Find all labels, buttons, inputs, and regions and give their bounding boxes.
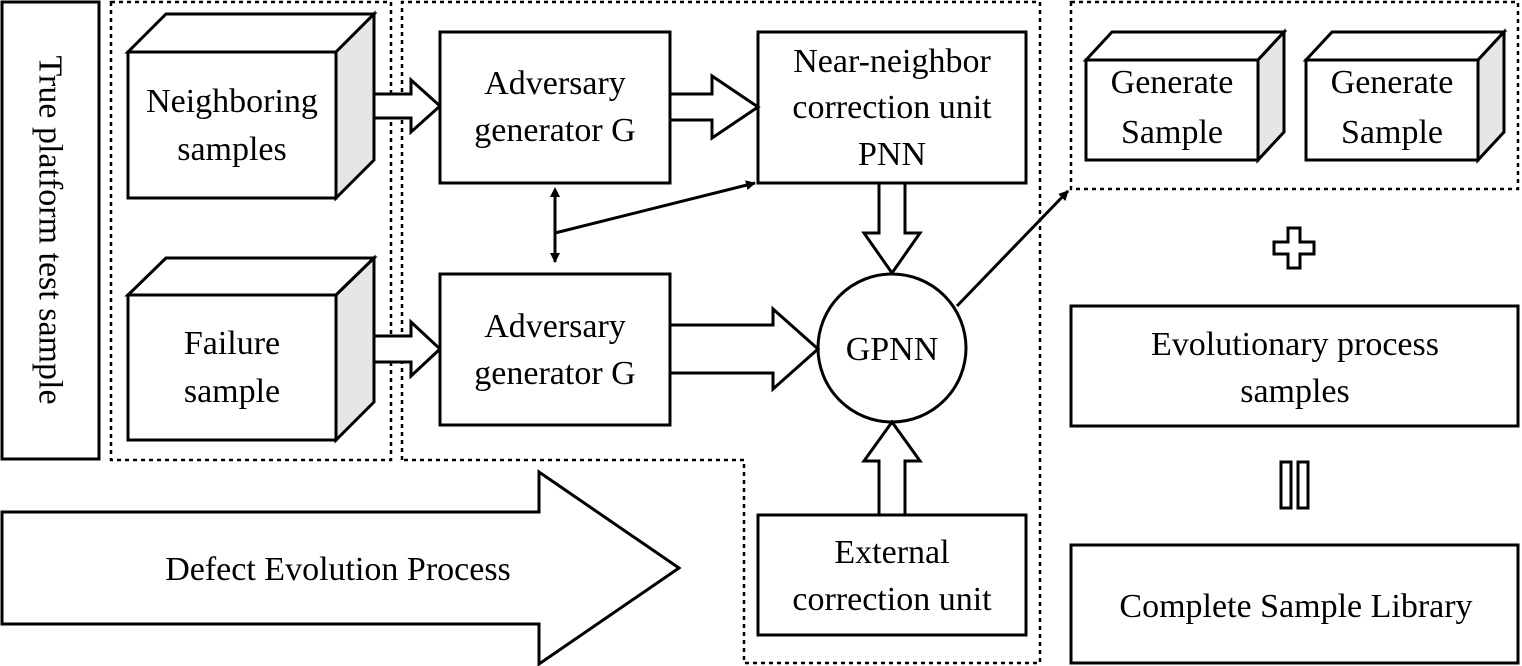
arrow-neighboring-to-generator bbox=[372, 76, 443, 136]
arrow-generator-to-gpnn bbox=[668, 305, 821, 393]
generate-1-line-2: Sample bbox=[1121, 114, 1223, 151]
neighboring-line-2: samples bbox=[177, 131, 287, 168]
evolutionary-process-box: Evolutionary process samples bbox=[1069, 304, 1520, 428]
pnn-line-2: correction unit bbox=[792, 89, 992, 126]
failure-line-1: Failure bbox=[184, 325, 280, 362]
arrow-failure-to-generator bbox=[372, 318, 443, 380]
gpnn-node: GPNN bbox=[816, 272, 968, 424]
input-samples-group bbox=[109, 0, 393, 462]
pnn-line-1: Near-neighbor bbox=[793, 43, 991, 80]
adversary-generator-bottom: Adversary generator G bbox=[438, 272, 672, 427]
arrow-external-to-gpnn bbox=[861, 419, 923, 517]
failure-line-2: sample bbox=[184, 373, 280, 410]
failure-sample-cube: Failure sample bbox=[124, 254, 378, 444]
adversary-bottom-line-2: generator G bbox=[474, 355, 635, 392]
true-platform-test-sample: True platform test sample bbox=[0, 0, 101, 461]
equals-icon bbox=[1279, 460, 1310, 510]
generate-2-line-1: Generate bbox=[1331, 64, 1454, 101]
gpnn-label: GPNN bbox=[846, 331, 939, 368]
arrow-generators-to-pnn bbox=[554, 180, 756, 235]
neighboring-line-1: Neighboring bbox=[146, 83, 318, 120]
defect-evolution-arrow: Defect Evolution Process bbox=[0, 469, 682, 666]
adversary-generator-top: Adversary generator G bbox=[438, 30, 672, 185]
adversary-top-line-1: Adversary bbox=[484, 65, 626, 102]
generated-samples-group bbox=[1069, 0, 1520, 191]
gpnn-group bbox=[400, 0, 1042, 665]
neighboring-samples-cube: Neighboring samples bbox=[124, 10, 378, 202]
generate-1-line-1: Generate bbox=[1111, 64, 1234, 101]
process-arrow-label: Defect Evolution Process bbox=[165, 551, 511, 588]
pnn-line-3: PNN bbox=[858, 136, 926, 173]
true-platform-label: True platform test sample bbox=[32, 55, 69, 404]
evolutionary-line-2: samples bbox=[1240, 373, 1350, 410]
adversary-top-line-2: generator G bbox=[474, 112, 635, 149]
arrow-gpnn-to-generated bbox=[955, 189, 1070, 308]
plus-icon bbox=[1272, 226, 1316, 270]
complete-sample-library-box: Complete Sample Library bbox=[1069, 543, 1520, 665]
generate-sample-cube-2: Generate Sample bbox=[1302, 28, 1508, 164]
generate-2-line-2: Sample bbox=[1341, 114, 1443, 151]
generate-sample-cube-1: Generate Sample bbox=[1082, 28, 1288, 164]
external-line-1: External bbox=[834, 534, 949, 571]
external-line-2: correction unit bbox=[792, 581, 992, 618]
evolutionary-line-1: Evolutionary process bbox=[1151, 326, 1439, 363]
arrow-generator-to-pnn bbox=[668, 73, 761, 141]
arrow-pnn-to-gpnn bbox=[861, 181, 923, 276]
pnn-box: Near-neighbor correction unit PNN bbox=[756, 30, 1028, 185]
adversary-bottom-line-1: Adversary bbox=[484, 308, 626, 345]
external-correction-box: External correction unit bbox=[756, 513, 1028, 637]
library-label: Complete Sample Library bbox=[1119, 588, 1472, 625]
